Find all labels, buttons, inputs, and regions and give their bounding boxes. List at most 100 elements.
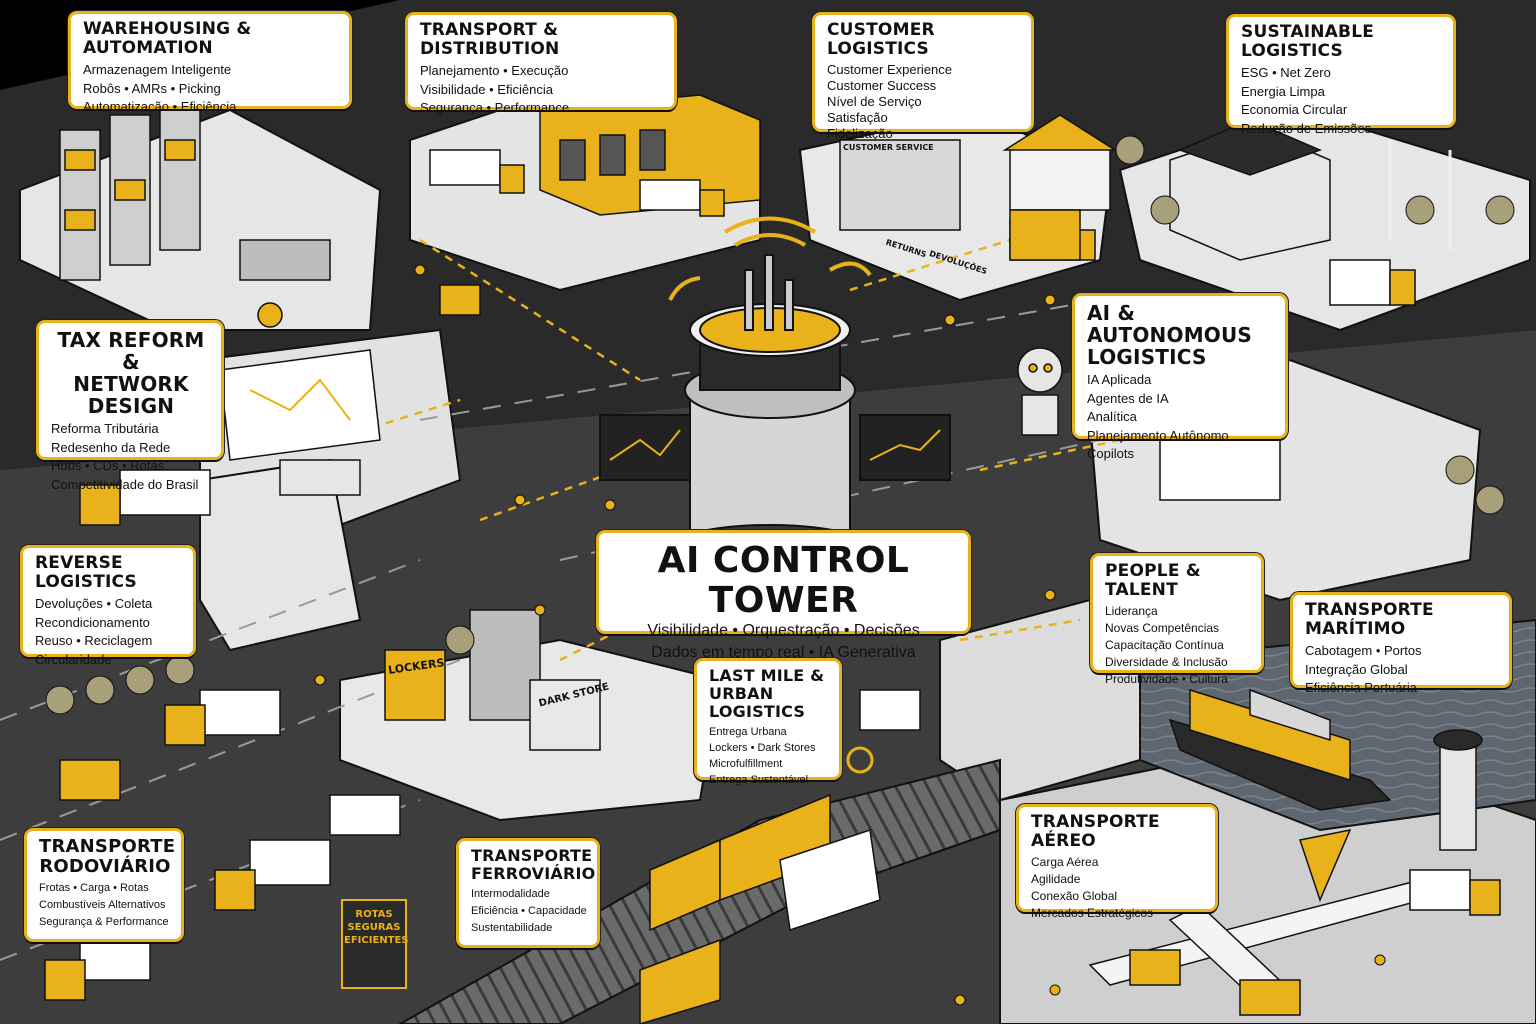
card-line: Reforma Tributária bbox=[51, 421, 159, 436]
street-lamps bbox=[314, 264, 1386, 1006]
card-line: Economia Circular bbox=[1241, 102, 1348, 118]
card-title: SUSTAINABLE LOGISTICS bbox=[1241, 22, 1375, 62]
card-tax-reform: TAX REFORM & NETWORK DESIGN Reforma Trib… bbox=[36, 320, 224, 492]
customer-service-label: CUSTOMER SERVICE bbox=[843, 143, 934, 152]
card-line: Copilots bbox=[1087, 446, 1134, 462]
card-title: PEOPLE & TALENT bbox=[1105, 561, 1201, 601]
card-line: Segurança • Performance bbox=[420, 100, 570, 116]
card-line: Frotas • Carga • Rotas bbox=[39, 882, 149, 895]
card-line: Carga Aérea bbox=[1031, 855, 1099, 870]
card-ai-autonomous: AI & AUTONOMOUS LOGISTICS IA Aplicada Ag… bbox=[1072, 293, 1288, 461]
card-line: Mercados Estratégicos bbox=[1031, 906, 1154, 921]
card-line: Reuso • Reciclagem bbox=[35, 633, 153, 649]
card-title-line: URBAN LOGISTICS bbox=[709, 683, 806, 721]
card-line: Intermodalidade bbox=[471, 887, 550, 900]
card-line: Lockers • Dark Stores bbox=[709, 741, 816, 754]
card-line: Microfulfillment bbox=[709, 757, 783, 770]
card-line: IA Aplicada bbox=[1087, 372, 1152, 387]
card-line: Eficiência • Capacidade bbox=[471, 904, 587, 917]
card-line: Diversidade & Inclusão bbox=[1105, 655, 1228, 670]
card-line: Customer Success bbox=[827, 78, 937, 94]
card-line: Satisfação bbox=[827, 110, 888, 126]
card-title: TRANSPORT & DISTRIBUTION bbox=[420, 20, 560, 60]
card-line: Cabotagem • Portos bbox=[1305, 643, 1422, 659]
card-line: Capacitação Contínua bbox=[1105, 638, 1224, 653]
card-line: Integração Global bbox=[1305, 661, 1408, 677]
card-people-talent: PEOPLE & TALENT Liderança Novas Competên… bbox=[1090, 553, 1264, 686]
card-line: Conexão Global bbox=[1031, 889, 1118, 904]
container-ship bbox=[1168, 688, 1392, 811]
card-title: LAST MILE & URBAN LOGISTICS bbox=[709, 667, 829, 721]
card-title: TAX REFORM & NETWORK DESIGN bbox=[51, 329, 211, 417]
card-line: Produtividade • Cultura bbox=[1105, 672, 1228, 687]
card-title-line: LAST MILE & bbox=[709, 666, 825, 685]
card-transporte-maritimo: TRANSPORTE MARÍTIMO Cabotagem • Portos I… bbox=[1290, 592, 1512, 695]
card-title: CUSTOMER LOGISTICS bbox=[827, 20, 935, 60]
card-line: Planejamento • Execução bbox=[420, 63, 569, 79]
card-title-line: AI & AUTONOMOUS bbox=[1087, 301, 1253, 347]
card-line: Entrega Urbana bbox=[709, 725, 787, 738]
card-line: Circularidade bbox=[35, 651, 112, 667]
solar-building bbox=[1169, 119, 1452, 306]
card-title-line: TRANSPORTE bbox=[39, 836, 176, 857]
card-title: AI CONTROL TOWER bbox=[657, 540, 910, 621]
card-line: Robôs • AMRs • Picking bbox=[83, 80, 221, 96]
card-title: AI & AUTONOMOUS LOGISTICS bbox=[1087, 302, 1275, 368]
card-ai-control-tower: AI CONTROL TOWER Visibilidade • Orquestr… bbox=[596, 530, 971, 661]
card-reverse-logistics: REVERSE LOGISTICS Devoluções • Coleta Re… bbox=[20, 545, 196, 667]
card-line: ESG • Net Zero bbox=[1241, 65, 1331, 81]
card-title-line: TAX REFORM & bbox=[57, 328, 205, 374]
warehouse-shelves bbox=[59, 109, 331, 328]
card-last-mile: LAST MILE & URBAN LOGISTICS Entrega Urba… bbox=[694, 658, 842, 786]
card-line: Novas Competências bbox=[1105, 621, 1220, 636]
card-title: REVERSE LOGISTICS bbox=[35, 553, 137, 593]
card-line: Liderança bbox=[1105, 604, 1158, 619]
card-line: Fidelização bbox=[827, 126, 893, 142]
card-line: Energia Limpa bbox=[1241, 83, 1325, 99]
card-line: Dados em tempo real • IA Generativa bbox=[651, 644, 916, 662]
card-line: Hubs • CDs • Rotas bbox=[51, 458, 165, 474]
card-customer-logistics: CUSTOMER LOGISTICS Customer Experience C… bbox=[812, 12, 1034, 141]
robot bbox=[1017, 347, 1281, 501]
card-line: Entrega Sustentável bbox=[709, 773, 809, 786]
card-line: Visibilidade • Eficiência bbox=[420, 81, 553, 97]
card-transporte-rodoviario: TRANSPORTE RODOVIÁRIO Frotas • Carga • R… bbox=[24, 828, 184, 942]
card-title: TRANSPORTE FERROVIÁRIO bbox=[471, 847, 595, 883]
card-line: Agentes de IA bbox=[1087, 390, 1169, 406]
card-title-line: FERROVIÁRIO bbox=[471, 863, 596, 883]
card-warehousing: WAREHOUSING & AUTOMATION Armazenagem Int… bbox=[68, 11, 352, 114]
road-sign-text: ROTAS SEGURAS EFICIENTES bbox=[344, 908, 409, 947]
card-line: Competitividade do Brasil bbox=[51, 476, 199, 492]
card-sustainable-logistics: SUSTAINABLE LOGISTICS ESG • Net Zero Ene… bbox=[1226, 14, 1456, 136]
card-line: Segurança & Performance bbox=[39, 916, 169, 929]
card-title-line: LOGISTICS bbox=[1087, 345, 1207, 369]
card-title: TRANSPORTE MARÍTIMO bbox=[1305, 600, 1434, 640]
road-sign-line: ROTAS bbox=[355, 909, 393, 920]
card-line: Sustentabilidade bbox=[471, 921, 553, 934]
network-map-board bbox=[219, 349, 381, 496]
card-line: Agilidade bbox=[1031, 872, 1081, 887]
freight-train bbox=[639, 793, 881, 1024]
road-sign bbox=[341, 899, 407, 989]
customer-service-building bbox=[839, 114, 1118, 261]
card-title-line: TRANSPORTE bbox=[471, 846, 593, 865]
card-line: Automatização • Eficiência bbox=[83, 99, 237, 115]
road-sign-line: SEGURAS bbox=[347, 922, 401, 933]
card-line: Redesenho da Rede bbox=[51, 439, 171, 455]
card-title-line: RODOVIÁRIO bbox=[39, 856, 171, 878]
road-sign-line: EFICIENTES bbox=[344, 935, 409, 946]
card-title: TRANSPORTE RODOVIÁRIO bbox=[39, 836, 175, 878]
card-transport-distribution: TRANSPORT & DISTRIBUTION Planejamento • … bbox=[405, 12, 677, 115]
card-line: Combustíveis Alternativos bbox=[39, 899, 166, 912]
card-title: TRANSPORTE AÉREO bbox=[1031, 812, 1160, 852]
airport bbox=[1088, 729, 1501, 1016]
card-title-line: NETWORK DESIGN bbox=[73, 372, 189, 418]
card-line: Eficiência Portuária bbox=[1305, 680, 1417, 696]
wifi-signals bbox=[668, 216, 872, 301]
card-line: Redução de Emissões bbox=[1241, 120, 1372, 136]
card-transporte-ferroviario: TRANSPORTE FERROVIÁRIO Intermodalidade E… bbox=[456, 838, 600, 948]
card-transporte-aereo: TRANSPORTE AÉREO Carga Aérea Agilidade C… bbox=[1016, 804, 1218, 920]
card-line: Nível de Serviço bbox=[827, 94, 922, 110]
